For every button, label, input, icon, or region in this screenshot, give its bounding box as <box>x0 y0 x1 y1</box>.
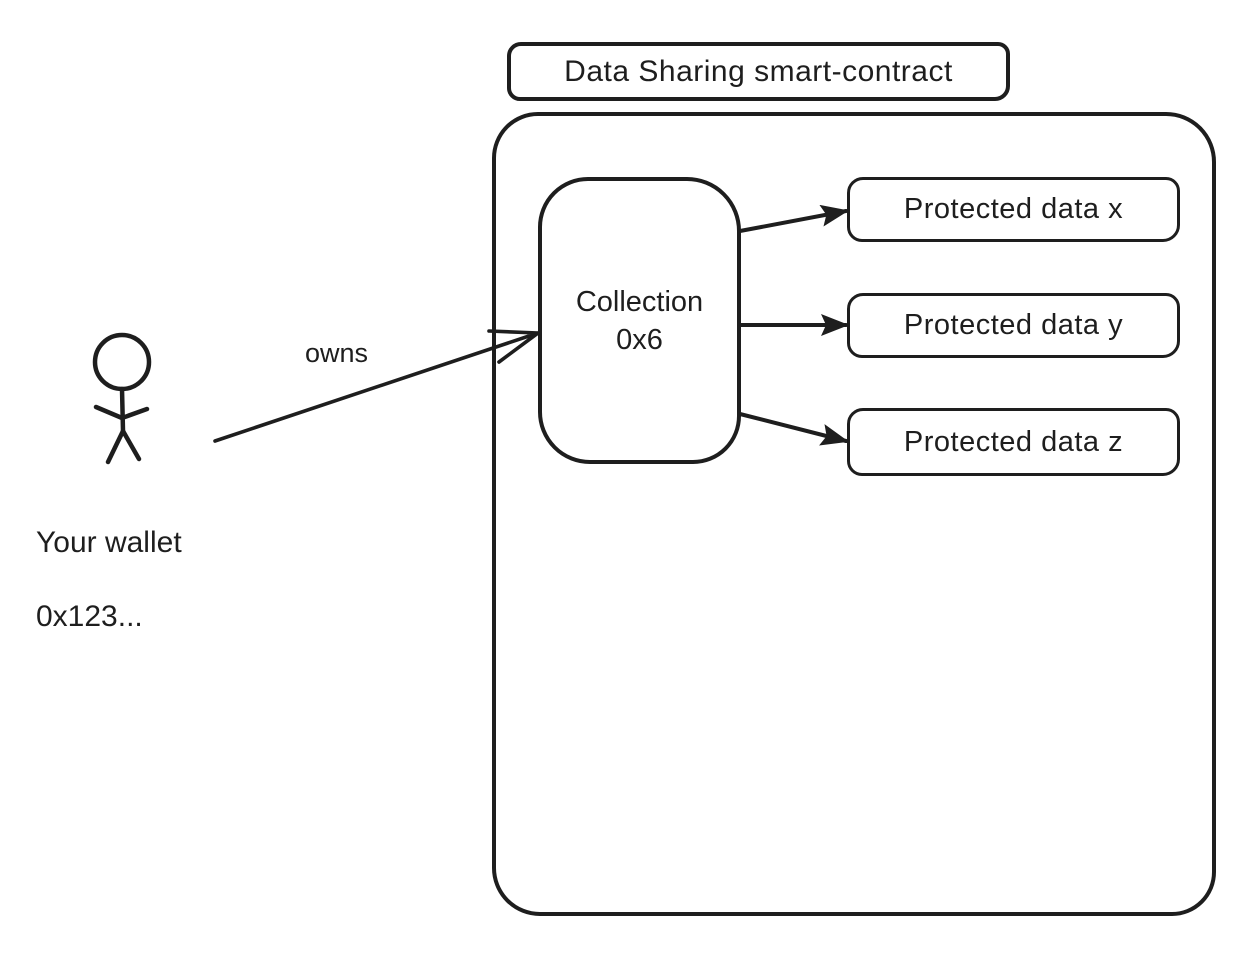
actor-figure <box>92 332 152 465</box>
protected-data-node-z: Protected data z <box>847 408 1180 476</box>
protected-data-node-x: Protected data x <box>847 177 1180 242</box>
protected-data-label: Protected data y <box>903 309 1124 341</box>
actor-legs <box>105 428 142 465</box>
collection-node: Collection 0x6 <box>538 177 741 464</box>
actor-body <box>119 386 126 434</box>
diagram-title: Data Sharing smart-contract <box>507 42 1010 101</box>
actor-arms <box>93 404 150 421</box>
wallet-label-line1: Your wallet <box>36 526 182 559</box>
protected-data-node-y: Protected data y <box>847 293 1180 358</box>
actor-head <box>92 332 152 392</box>
protected-data-label: Protected data x <box>903 193 1124 225</box>
collection-label-line2: 0x6 <box>616 323 663 356</box>
smart-contract-container <box>492 112 1216 916</box>
collection-label-line1: Collection <box>575 285 704 318</box>
protected-data-label: Protected data z <box>903 425 1124 458</box>
diagram-title-text: Data Sharing smart-contract <box>564 54 953 88</box>
owns-arrow <box>213 329 540 443</box>
wallet-label: Your wallet 0x123... <box>36 487 182 672</box>
wallet-label-line2: 0x123... <box>36 600 143 633</box>
owns-arrow-label: owns <box>305 338 369 368</box>
